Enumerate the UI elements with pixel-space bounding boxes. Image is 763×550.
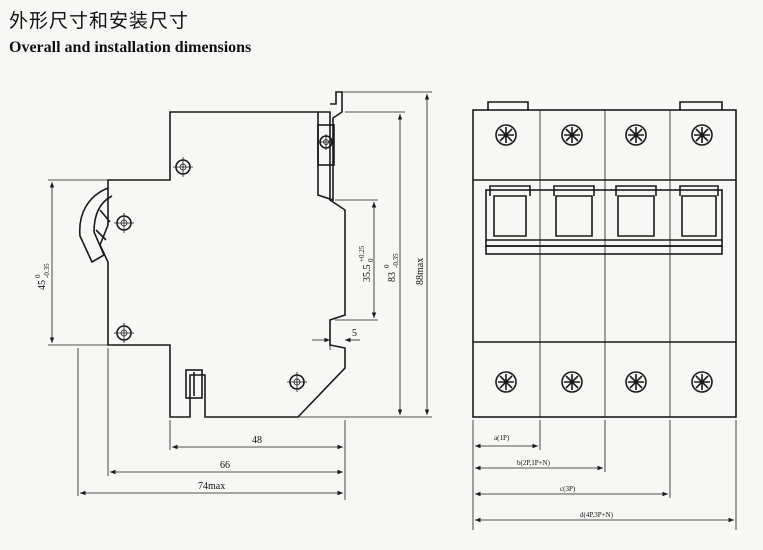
dim-label-66: 66 (220, 460, 230, 471)
front-handle-4 (679, 185, 719, 237)
dim-label-48: 48 (252, 435, 262, 446)
front-view: a(1P) b(2P,1P+N) c(3P) d(4P,3P+N) (472, 101, 737, 530)
front-top-tabs (487, 101, 723, 110)
front-screw-b4 (691, 371, 713, 393)
dim-label-35-5: 35.5 (362, 265, 373, 283)
page-title-english: Overall and installation dimensions (9, 39, 252, 56)
dim-label-a: a(1P) (494, 434, 510, 442)
front-body-outline (472, 109, 737, 418)
dim-label-b: b(2P,1P+N) (517, 459, 551, 467)
dim-tol-45-lower: -0.35 (43, 263, 51, 278)
side-bottom-clip (185, 369, 203, 399)
side-extension-lines (48, 91, 432, 500)
dim-label-d: d(4P,3P+N) (580, 511, 614, 519)
dim-label-83: 83 (387, 272, 398, 282)
dim-tol-83-upper: 0 (383, 264, 391, 268)
front-handle-2 (553, 185, 595, 237)
front-pole-dividers (539, 110, 671, 417)
dim-tol-35-5-upper: +0.25 (358, 245, 366, 262)
front-screw-b1 (495, 371, 517, 393)
front-extension-lines (472, 420, 737, 530)
front-screw-t2 (561, 124, 583, 146)
front-bands (473, 179, 736, 343)
dim-label-5: 5 (352, 328, 357, 339)
side-screw-3 (114, 323, 134, 343)
side-screw-1 (173, 157, 193, 177)
dim-tol-35-5-lower: 0 (367, 258, 375, 262)
side-view: 45 0 -0.35 35.5 +0.25 0 83 0 -0.35 88max… (34, 91, 432, 500)
dim-tol-83-lower: -0.35 (392, 253, 400, 268)
dim-label-74: 74max (198, 481, 225, 492)
dim-tol-45-upper: 0 (34, 274, 42, 278)
front-handle-1 (489, 185, 531, 237)
front-bottom-screws (495, 371, 713, 393)
side-screw-4 (287, 372, 307, 392)
page-title-chinese: 外形尺寸和安装尺寸 (9, 10, 190, 32)
side-top-clip (317, 91, 343, 202)
dim-label-c: c(3P) (560, 485, 576, 493)
dim-label-88: 88max (415, 258, 426, 285)
front-handle-bar (485, 189, 723, 247)
side-screw-5 (318, 134, 334, 150)
dim-label-45: 45 (37, 280, 48, 290)
front-screw-b3 (625, 371, 647, 393)
side-clip-window (317, 124, 335, 166)
front-screw-t4 (691, 124, 713, 146)
front-handle-3 (615, 185, 657, 237)
front-screw-t3 (625, 124, 647, 146)
front-screw-t1 (495, 124, 517, 146)
side-lever-slot (95, 209, 111, 241)
side-lever (78, 187, 113, 264)
front-top-screws (495, 124, 713, 146)
side-body-outline (99, 111, 346, 418)
front-screw-b2 (561, 371, 583, 393)
front-handle-base (485, 245, 723, 255)
side-screw-2 (114, 213, 134, 233)
